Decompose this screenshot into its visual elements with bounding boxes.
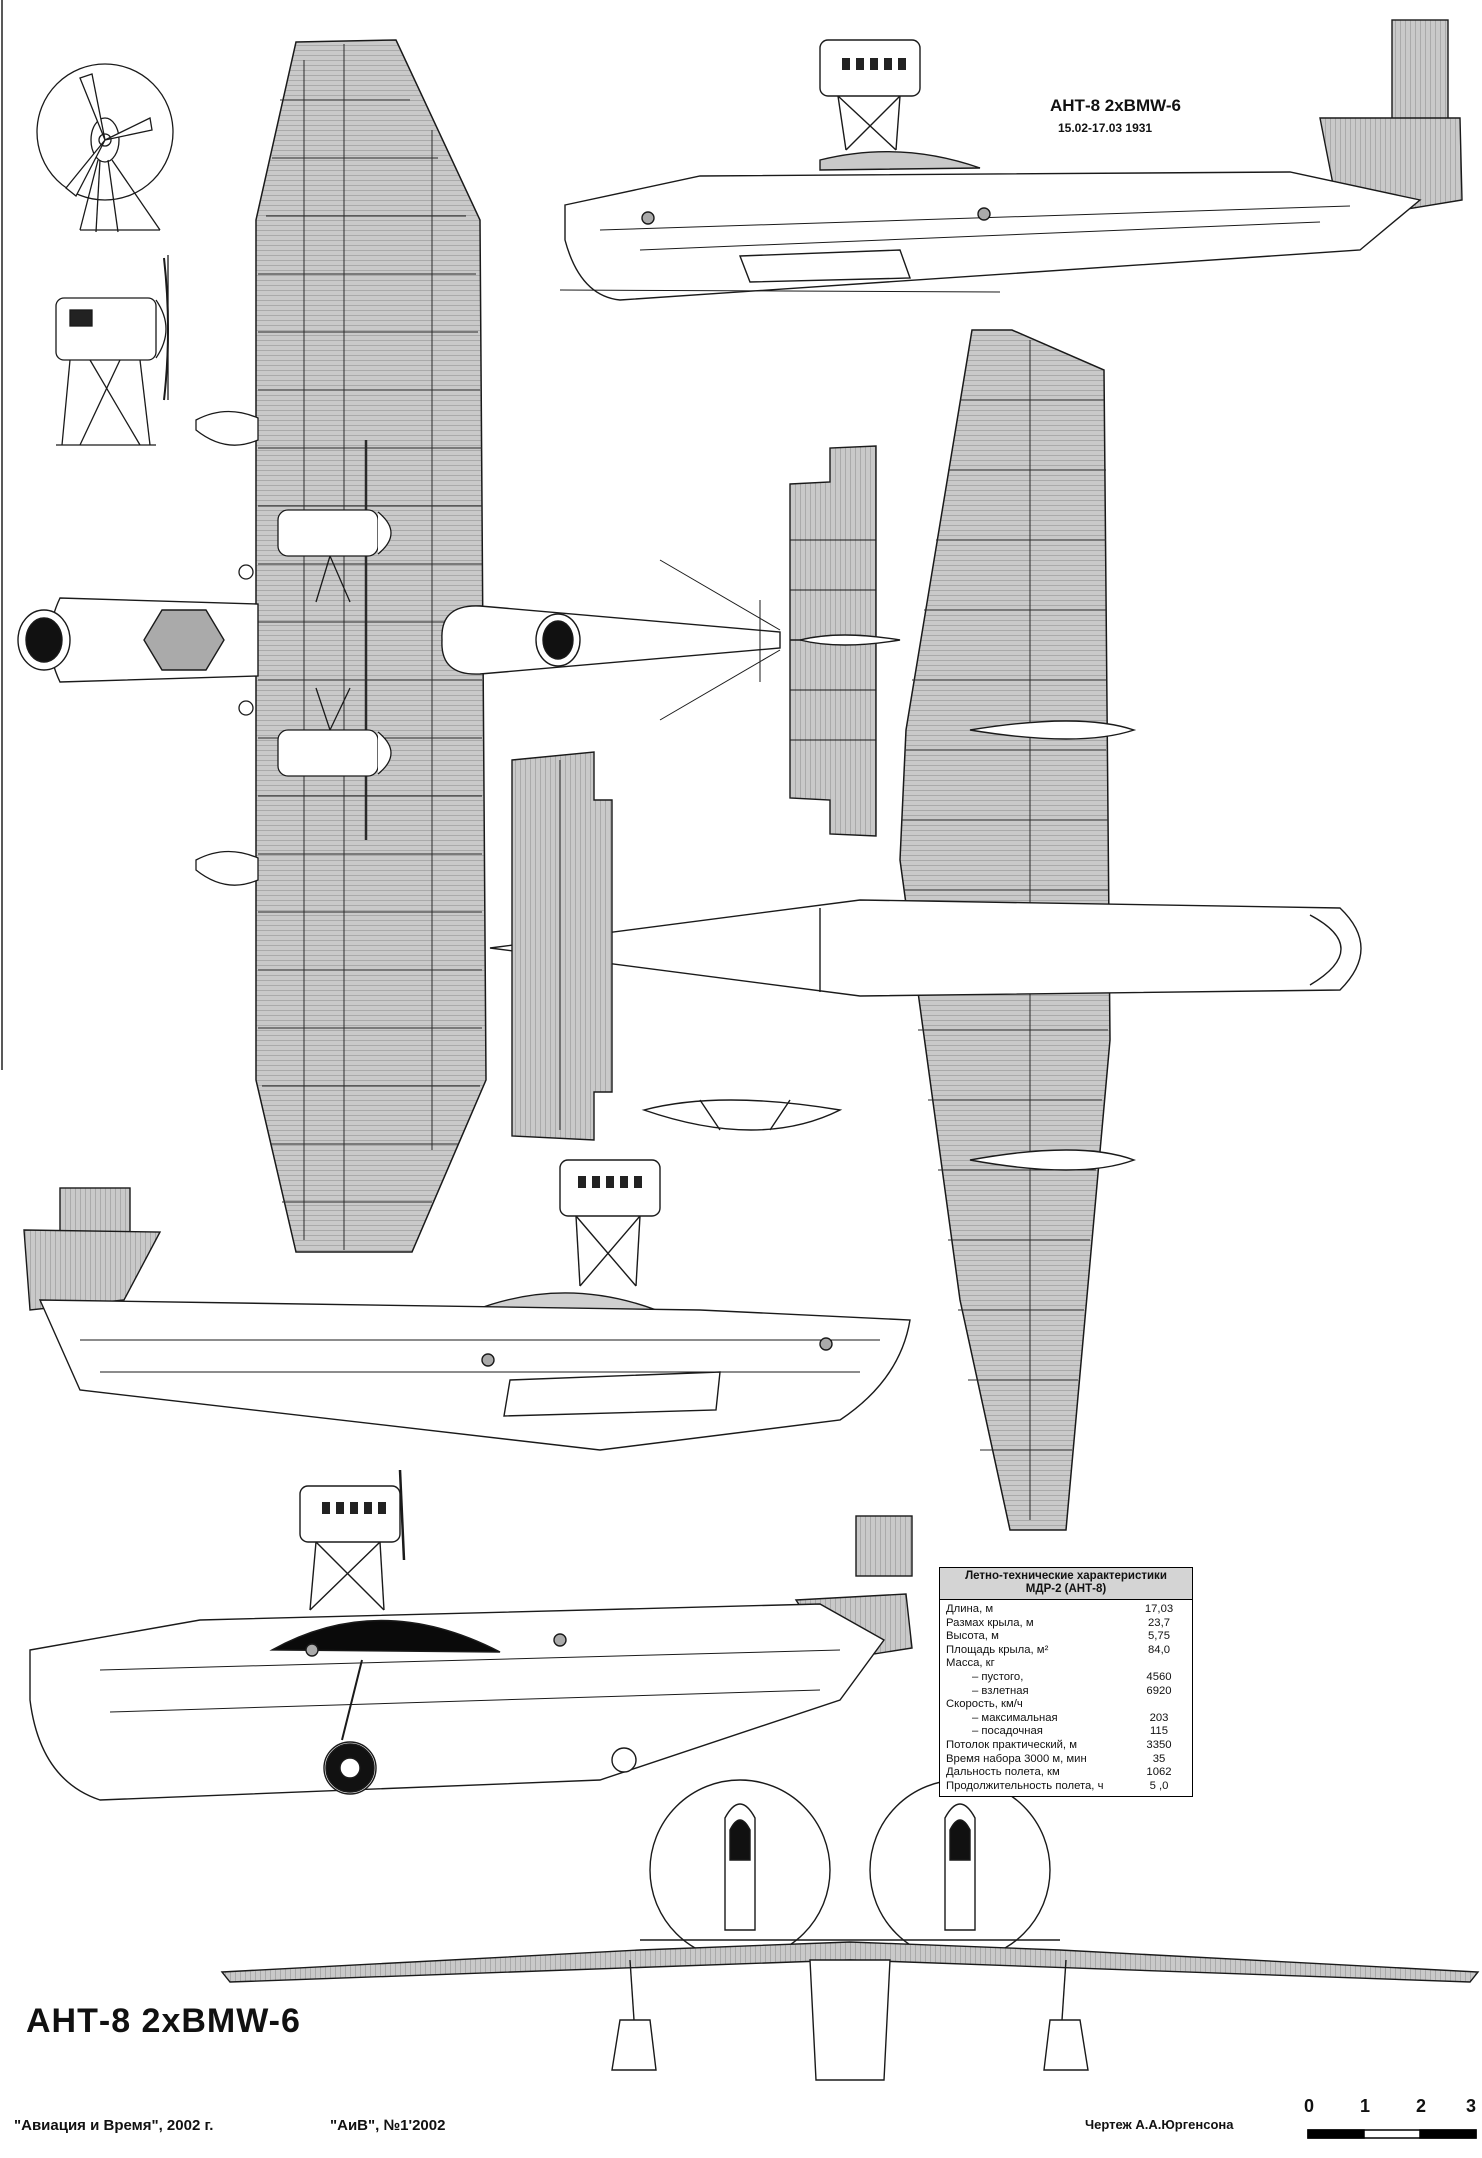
version-dates: 15.02-17.03 1931	[1058, 121, 1153, 135]
spec-value: 23,7	[1148, 1616, 1170, 1629]
engine-front-view	[36, 63, 174, 233]
spec-row: Продолжительность полета, ч 5 ,0	[946, 1780, 1186, 1794]
side-view-lower	[29, 1469, 913, 1801]
version-title: АНТ-8 2хBMW-6	[1050, 96, 1181, 115]
spec-label: Дальность полета, км	[946, 1766, 1060, 1779]
spec-label: Площадь крыла, м²	[946, 1643, 1049, 1656]
spec-row: Размах крыла, м 23,7	[946, 1617, 1186, 1631]
underside-view-hull	[489, 751, 1362, 1141]
spec-row: Время набора 3000 м, мин 35	[946, 1753, 1186, 1767]
engine-side-view	[55, 255, 169, 446]
spec-value	[1132, 1698, 1186, 1712]
spec-value: 84,0	[1148, 1643, 1170, 1656]
spec-row: Дальность полета, км 1062	[946, 1766, 1186, 1780]
plan-view-tailplane	[789, 445, 901, 837]
spec-value: 17,03	[1144, 1603, 1174, 1615]
spec-label: Продолжительность полета, ч	[946, 1779, 1104, 1792]
spec-row: – взлетная 6920	[946, 1685, 1186, 1699]
spec-row: – посадочная 115	[946, 1725, 1186, 1739]
scale-label-2: 2	[1416, 2096, 1427, 2116]
spec-row: Масса, кг	[946, 1657, 1186, 1671]
spec-label: – максимальная	[972, 1711, 1058, 1724]
spec-row: – пустого, 4560	[946, 1671, 1186, 1685]
spec-label: Время набора 3000 м, мин	[946, 1752, 1087, 1765]
plan-view-hull	[17, 559, 781, 721]
spec-label: – посадочная	[972, 1725, 1043, 1738]
spec-row: Площадь крыла, м² 84,0	[946, 1644, 1186, 1658]
scale-label-0: 0	[1304, 2096, 1315, 2116]
spec-value: 4560	[1146, 1670, 1172, 1683]
issue-credit: "АиВ", №1'2002	[330, 2117, 446, 2134]
spec-value: 203	[1149, 1711, 1169, 1724]
spec-label: Потолок практический, м	[946, 1738, 1077, 1751]
spec-value: 6920	[1146, 1684, 1172, 1697]
spec-row: Длина, м 17,03	[946, 1603, 1186, 1617]
spec-label: Скорость, км/ч	[946, 1698, 1023, 1711]
spec-value	[1132, 1657, 1186, 1671]
spec-row: Скорость, км/ч	[946, 1698, 1186, 1712]
spec-value: 115	[1149, 1725, 1168, 1738]
specifications-aircraft: МДР-2 (АНТ-8)	[1025, 1583, 1107, 1595]
scale-label-3: 3	[1466, 2096, 1477, 2116]
spec-value: 5,75	[1148, 1630, 1170, 1643]
spec-label: Длина, м	[946, 1603, 994, 1615]
specifications-table: Летно-технические характеристики МДР-2 (…	[939, 1567, 1193, 1798]
side-view-top	[559, 19, 1463, 301]
spec-row: Потолок практический, м 3350	[946, 1739, 1186, 1753]
plan-view-wing	[255, 39, 487, 1253]
spec-value: 1062	[1146, 1766, 1172, 1779]
spec-label: – взлетная	[972, 1684, 1029, 1697]
specifications-header: Летно-технические характеристики МДР-2 (…	[940, 1568, 1192, 1600]
spec-value: 5 ,0	[1149, 1779, 1169, 1792]
scale-label-1: 1	[1360, 2096, 1371, 2116]
side-view-middle	[23, 1159, 911, 1451]
front-view	[220, 1779, 1480, 2081]
scale-bar	[1307, 2129, 1477, 2139]
spec-label: Высота, м	[946, 1630, 999, 1643]
draftsman-credit: Чертеж А.А.Юргенсона	[1085, 2117, 1234, 2132]
spec-label: Размах крыла, м	[946, 1616, 1034, 1629]
specifications-title: Летно-технические характеристики	[965, 1570, 1167, 1582]
drawing-title: АНТ-8 2хBMW-6	[26, 2002, 301, 2040]
spec-label: Масса, кг	[946, 1657, 995, 1670]
spec-label: – пустого,	[972, 1670, 1024, 1683]
publication-credit: "Авиация и Время", 2002 г.	[14, 2117, 214, 2134]
spec-value: 35	[1152, 1752, 1166, 1765]
plan-view-engines	[195, 410, 392, 886]
spec-row: – максимальная 203	[946, 1712, 1186, 1726]
spec-value: 3350	[1146, 1738, 1172, 1751]
spec-row: Высота, м 5,75	[946, 1630, 1186, 1644]
